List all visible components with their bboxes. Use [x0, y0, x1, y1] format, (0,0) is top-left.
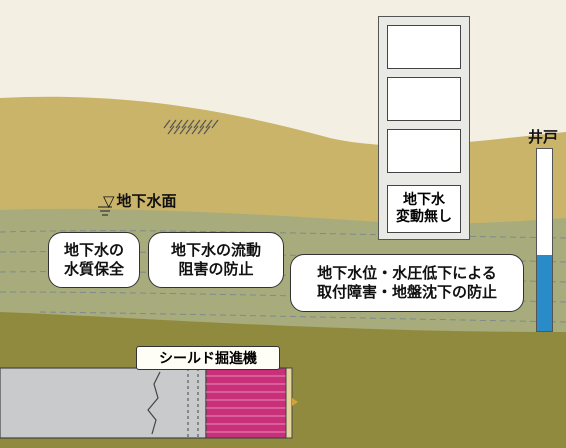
bubble-water-quality: 地下水の 水質保全	[48, 232, 140, 288]
bubble-line: 阻害の防止	[178, 260, 254, 278]
tunnel-face-line	[147, 371, 161, 435]
tunnel-lining	[0, 367, 207, 439]
monitoring-gauge: 地下水 変動無し	[378, 16, 470, 240]
gauge-cell	[387, 129, 461, 173]
bubble-line: 取付障害・地盤沈下の防止	[316, 283, 497, 301]
water-table-text: 地下水面	[116, 192, 177, 210]
gauge-note-line-1: 地下水	[403, 192, 445, 209]
gauge-note: 地下水 変動無し	[387, 185, 461, 233]
bubble-line: 地下水の流動	[170, 241, 261, 260]
bubble-line: 地下水位・水圧低下による	[317, 264, 497, 283]
well-label: 井戸	[528, 128, 559, 146]
gauge-cell	[387, 77, 461, 121]
bubble-line: 水質保全	[63, 260, 124, 278]
bubble-flow-obstruction: 地下水の流動 阻害の防止	[148, 232, 284, 288]
cutter-stripes	[206, 375, 286, 433]
bubble-line: 地下水の	[63, 241, 124, 260]
well	[536, 148, 553, 332]
water-level-triangle-icon: ▽	[103, 191, 115, 210]
shield-cutter	[205, 367, 287, 439]
gauge-cell	[387, 25, 461, 69]
well-water	[537, 254, 552, 331]
gauge-note-line-2: 変動無し	[396, 209, 452, 225]
water-table-label: ▽ 地下水面	[103, 190, 177, 211]
water-table-marker	[98, 206, 112, 216]
shield-machine-label: シールド掘進機	[136, 346, 280, 370]
bubble-water-level-subsidence: 地下水位・水圧低下による 取付障害・地盤沈下の防止	[290, 254, 524, 312]
grass-tuft	[163, 119, 219, 135]
